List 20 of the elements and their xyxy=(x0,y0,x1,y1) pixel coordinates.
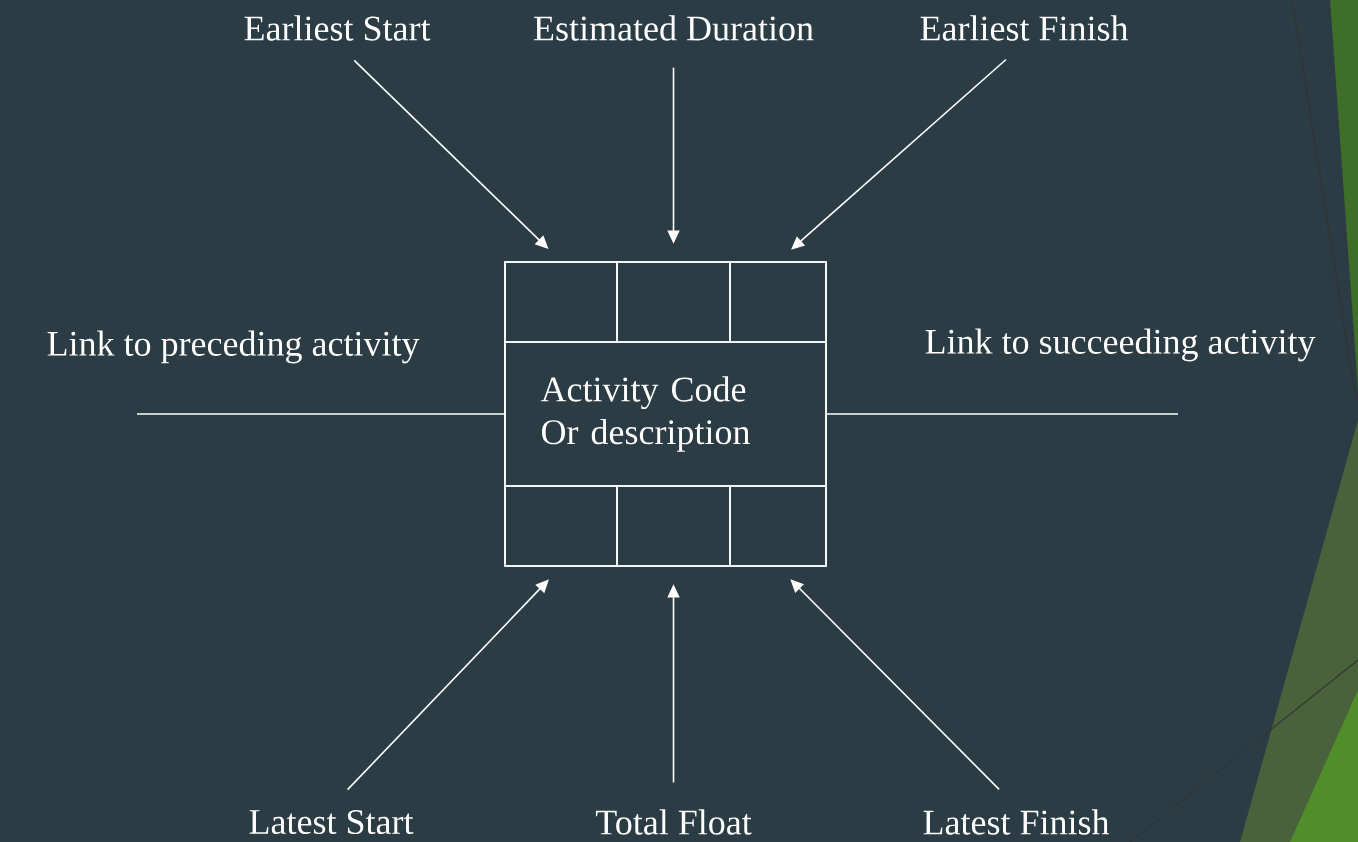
edge-label: Link to preceding activity xyxy=(47,330,420,364)
field-label: Earliest Start xyxy=(244,15,431,41)
connector-line xyxy=(136,413,505,415)
value-cell xyxy=(729,485,827,567)
value-cell xyxy=(504,485,618,567)
value-cell xyxy=(616,485,731,567)
field-label: Latest Finish xyxy=(923,809,1110,835)
value-cell xyxy=(729,261,827,343)
description-box: Activity Code Or description xyxy=(504,341,827,487)
field-label: Total Float xyxy=(595,809,752,835)
field-label: Estimated Duration xyxy=(534,15,814,41)
field-label: Latest Start xyxy=(249,809,414,835)
edge-label: Link to succeeding activity xyxy=(925,328,1316,362)
arrow xyxy=(790,579,1000,791)
connector-line xyxy=(826,413,1179,415)
field-label: Earliest Finish xyxy=(920,15,1129,41)
arrow xyxy=(346,579,549,791)
value-cell xyxy=(616,261,731,343)
value-cell xyxy=(504,261,618,343)
arrow xyxy=(791,58,1007,250)
